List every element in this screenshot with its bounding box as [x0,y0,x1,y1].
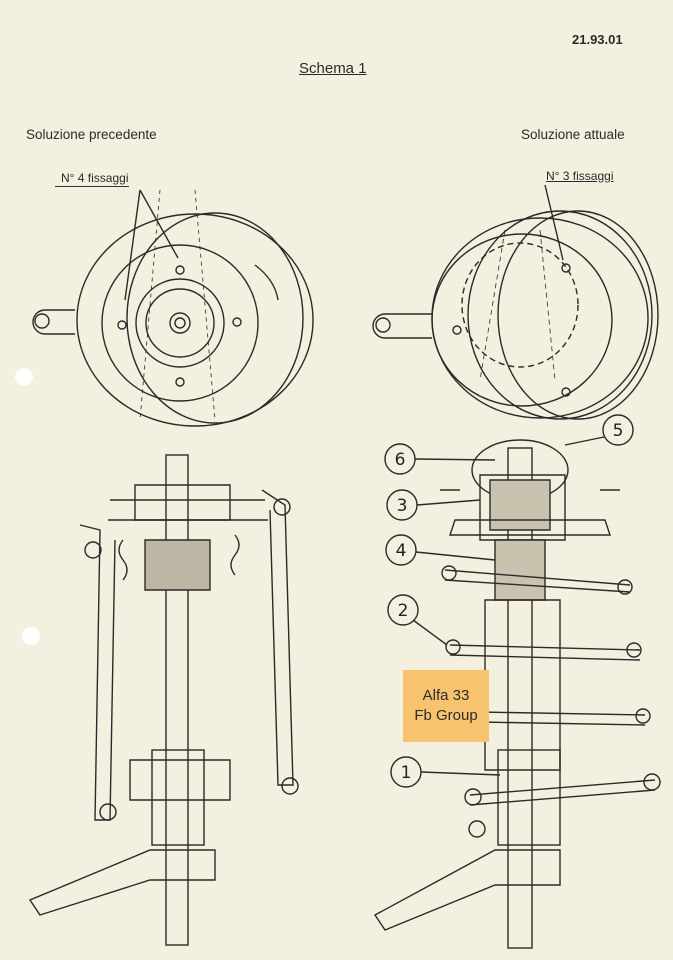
callout-2: 2 [398,601,409,621]
callout-6: 6 [395,450,406,470]
label-3-fixings: N° 3 fissaggi [546,169,614,183]
document-number: 21.93.01 [572,32,623,47]
old-mount-top-view [32,189,314,427]
group-watermark-badge: Alfa 33 Fb Group [403,670,489,742]
label-4-fixings: N° 4 fissaggi [55,171,129,187]
punch-hole [15,368,33,386]
badge-line-2: Fb Group [414,707,478,724]
new-mount-top-view [372,184,659,420]
heading-current-solution: Soluzione attuale [521,127,625,142]
callout-1: 1 [401,763,412,783]
punch-hole [22,627,40,645]
old-strut-section [28,454,299,946]
new-strut-section [373,439,661,949]
callout-4: 4 [396,541,407,561]
callout-3: 3 [397,496,408,516]
heading-previous-solution: Soluzione precedente [26,127,157,142]
callouts [384,414,634,788]
badge-line-1: Alfa 33 [422,687,470,704]
callout-5: 5 [613,421,624,441]
page-title: Schema 1 [299,60,367,77]
